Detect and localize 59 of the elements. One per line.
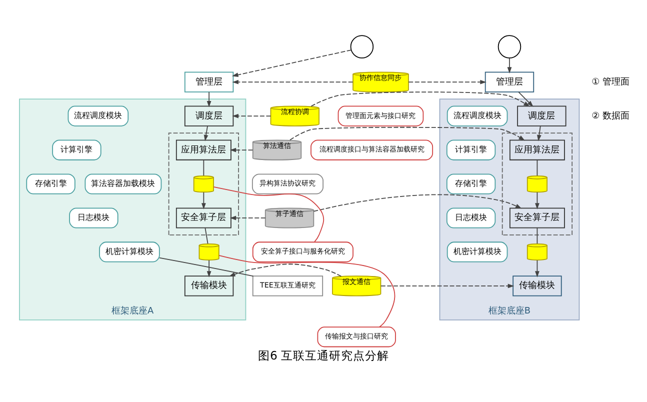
connector	[204, 228, 208, 244]
node-box: 机密计算模块	[446, 242, 508, 262]
node-box: 算法容器加载模块	[84, 174, 162, 194]
connector	[213, 186, 324, 242]
arrow	[232, 114, 272, 118]
arrow	[310, 92, 530, 107]
node-box: 流程调度模块	[68, 106, 129, 126]
node-box: 调度层	[517, 106, 566, 126]
label: ① 管理面	[592, 77, 630, 88]
node-box: 计算引擎	[52, 140, 102, 160]
node-box: 日志模块	[446, 208, 496, 228]
arrow	[535, 192, 540, 210]
arrow	[230, 216, 266, 220]
node-box: 安全算子接口与服务化研究	[252, 242, 354, 262]
node-box: 调度层	[184, 106, 234, 126]
arrow	[232, 80, 354, 84]
arrow	[206, 92, 212, 108]
node-box: TEE互联互通研究	[252, 276, 324, 296]
node-box: 传输模块	[512, 276, 562, 296]
arrow	[380, 284, 514, 288]
label: ② 数据面	[592, 111, 630, 122]
node-box: 传输报文与接口研究	[317, 326, 396, 348]
node-box: 机密计算模块	[99, 242, 160, 262]
node-box: 管理层	[484, 72, 534, 92]
node-box: 应用算法层	[176, 140, 232, 160]
connector	[159, 257, 254, 277]
arrow	[232, 50, 352, 77]
arrow	[201, 192, 206, 210]
node-box: 管理面元素与接口研究	[338, 106, 424, 126]
node-box: 应用算法层	[509, 140, 565, 160]
arrow	[313, 194, 522, 212]
node-box: 计算引擎	[446, 140, 496, 160]
arrow	[518, 92, 534, 107]
node-box: 流程调度模块	[446, 106, 508, 126]
node-circle	[498, 35, 522, 58]
arrow	[206, 260, 212, 278]
node-box: 管理层	[184, 72, 234, 92]
connector	[218, 255, 396, 328]
node-box: 存储引擎	[26, 174, 76, 194]
node-box: 存储引擎	[446, 174, 496, 194]
node-box: 日志模块	[69, 208, 118, 228]
node-box: 流程调度接口与算法容器加载研究	[310, 140, 434, 160]
node-circle	[350, 35, 374, 58]
connector	[536, 160, 538, 176]
arrow	[535, 260, 540, 278]
connector	[203, 160, 204, 176]
arrow	[408, 80, 486, 84]
arrow	[290, 126, 526, 141]
arrow	[228, 264, 342, 277]
arrow	[537, 126, 542, 142]
arrow	[507, 58, 512, 74]
node-box: 安全算子层	[509, 208, 565, 228]
node-box: 安全算子层	[176, 208, 232, 228]
node-box: 传输模块	[184, 276, 234, 296]
arrow	[204, 126, 208, 142]
caption: 图6 互联互通研究点分解	[258, 348, 390, 363]
connector	[536, 228, 538, 244]
arrow	[230, 148, 254, 152]
node-box: 异构算法协议研究	[252, 174, 324, 194]
